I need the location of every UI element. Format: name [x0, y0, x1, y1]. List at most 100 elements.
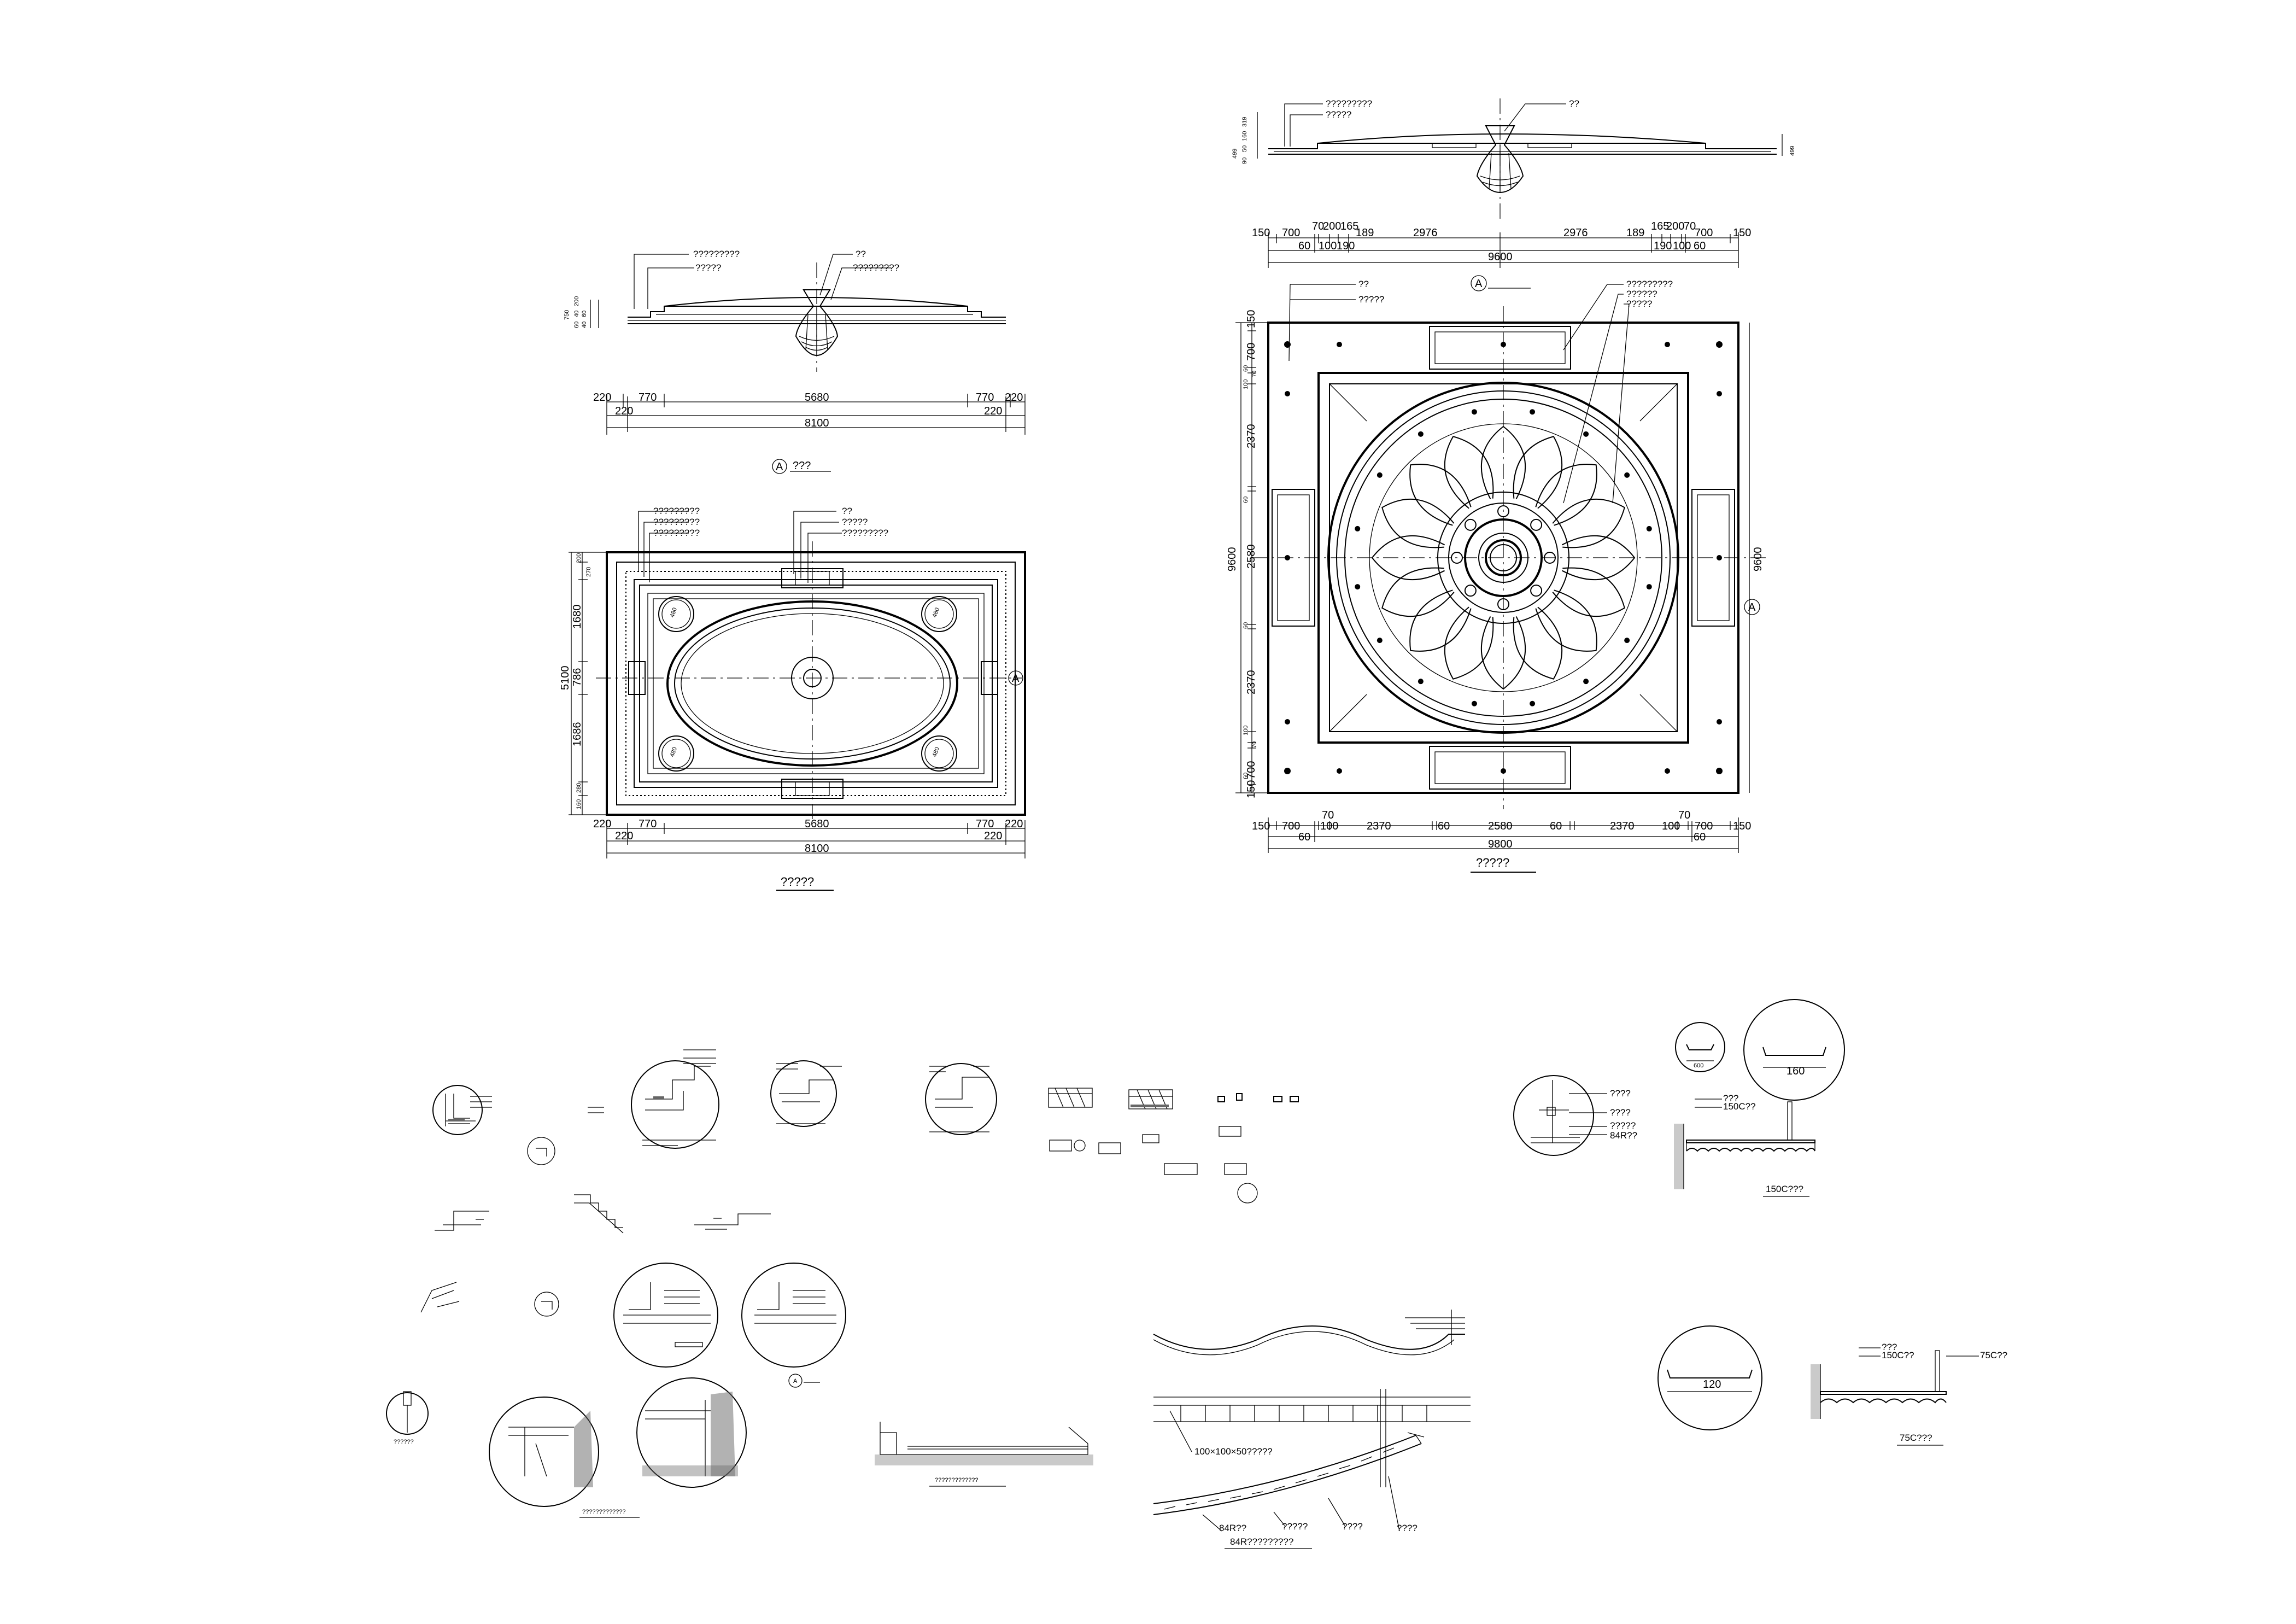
detail-tag-letter: A: [793, 1378, 798, 1385]
detail-title: ?????????????: [935, 1477, 979, 1483]
section-label: ?????????: [693, 249, 740, 259]
strip-detail-2: 600 160 ??? 150C?? 150C???: [1674, 999, 1845, 1197]
plan-tag-letter: A: [1748, 601, 1756, 614]
wave-label: ????: [1397, 1523, 1418, 1533]
dim-text: 70: [1684, 220, 1696, 232]
dim-text: 70: [1322, 809, 1334, 821]
dim-text: 2370: [1245, 424, 1257, 449]
detail-label: 150C??: [1882, 1350, 1914, 1360]
ring-bolt: [1471, 700, 1477, 706]
dim-text: 60: [1694, 831, 1706, 843]
circle-dim: 480: [932, 746, 941, 758]
section-label: ?????????: [1326, 98, 1372, 109]
dim-text: 220: [1005, 818, 1023, 830]
dim-text: 60: [1243, 773, 1249, 779]
dim-text: 200: [1666, 220, 1684, 232]
dim-text: 60: [573, 322, 580, 328]
ring-bolt: [1624, 638, 1630, 644]
wave-ceiling-detail: 100×100×50????? 84R?? ????? ???? ???? 84…: [1153, 1310, 1471, 1549]
dim-text: 9600: [1226, 547, 1238, 572]
dim-text: 190: [1654, 240, 1672, 252]
detail-label: 75C??: [1980, 1350, 2007, 1360]
dim-text: 50: [1241, 145, 1248, 152]
ring-bolt: [1583, 679, 1589, 685]
rosette-bolt: [1464, 518, 1477, 531]
dim-text: 9600: [1752, 547, 1764, 572]
dim-text: 100: [1243, 379, 1249, 389]
ring-bolt: [1418, 431, 1424, 437]
rosette-petal: [1513, 436, 1563, 509]
dim-text: 2976: [1413, 227, 1438, 239]
dim-text: 220: [1005, 392, 1023, 404]
dim-text: 770: [639, 818, 657, 830]
dim-text: 160: [576, 799, 582, 809]
rosette-petal: [1535, 589, 1597, 652]
dim-text: 150: [1252, 820, 1270, 832]
section-tag-letter: A: [776, 461, 783, 473]
dim-text: 280: [576, 783, 582, 793]
dim-text: 189: [1626, 227, 1644, 239]
rosette-petal: [1381, 498, 1455, 548]
detail-label: ????: [1610, 1107, 1631, 1118]
wave-label: ?????: [1282, 1521, 1308, 1532]
dim-text: 150: [1252, 227, 1270, 239]
dim-text: 786: [571, 668, 583, 686]
ceiling-b-plan: A ?? ????? ????????? ?????? ????? 150 70…: [1226, 279, 1766, 873]
section-label: ??: [1569, 98, 1579, 109]
dim-text: 150: [1733, 820, 1751, 832]
circle-dim: 480: [932, 607, 941, 618]
dim-text: 2580: [1488, 820, 1513, 832]
plan-label: ??: [842, 506, 852, 516]
drawing-title: ?????: [781, 875, 814, 889]
detail-title: 75C???: [1900, 1433, 1932, 1443]
dim-text: 60: [1298, 240, 1310, 252]
plan-label: ??: [1358, 279, 1369, 289]
plan-label: ?????????: [1626, 279, 1673, 289]
rosette-bolt: [1464, 585, 1477, 597]
ring-bolts: [1355, 409, 1652, 706]
detail-title: ?????????????: [582, 1509, 626, 1515]
section-tag-letter: A: [1475, 278, 1483, 290]
dim-text: 700: [1695, 227, 1713, 239]
dim-text: 700: [1245, 761, 1257, 779]
plan-label: ?????: [1626, 299, 1652, 309]
wave-label: 100×100×50?????: [1194, 1446, 1273, 1457]
dim-text: 2370: [1610, 820, 1635, 832]
ring-bolt: [1530, 700, 1536, 706]
dim-text: 770: [639, 392, 657, 404]
dim-text: 165: [1340, 220, 1358, 232]
dim-text: 150: [1733, 227, 1751, 239]
dim-text: 5680: [805, 392, 829, 404]
dim-text: 499: [1789, 146, 1796, 156]
rosette-petal: [1444, 606, 1494, 680]
section-tag: [1471, 275, 1487, 291]
section-label: ?????????: [853, 262, 899, 273]
detail-dim: 120: [1703, 1378, 1721, 1391]
detail-sketches: A ?????? ????????????? ?????????????: [386, 1049, 1299, 1518]
dim-text: 2370: [1245, 670, 1257, 695]
rosette-petal: [1381, 567, 1455, 617]
dim-text: 60: [1298, 831, 1310, 843]
dim-text: 700: [1245, 343, 1257, 361]
section-label: ?????: [1326, 109, 1351, 120]
dim-text: 40: [573, 311, 580, 317]
dim-text: 70: [1251, 371, 1258, 377]
dim-text: 70: [1251, 741, 1258, 748]
dim-text: 60: [1438, 820, 1450, 832]
rosette-petal: [1513, 606, 1563, 680]
ring-bolt: [1418, 679, 1424, 685]
detail-title: ??????: [394, 1439, 414, 1445]
ring-bolt: [1355, 525, 1361, 531]
dim-text: 200: [576, 553, 582, 563]
dim-text: 220: [984, 405, 1002, 417]
plan-label: ?????????: [842, 528, 888, 538]
dim-text: 700: [1695, 820, 1713, 832]
ring-bolt: [1646, 584, 1652, 590]
dim-text: 770: [976, 392, 994, 404]
ceiling-b-section: ????????? ????? ?? 499 90 50 160 319 499…: [1232, 98, 1796, 291]
dim-text: 100: [1320, 820, 1338, 832]
plan-label: ?????: [1358, 294, 1384, 305]
detail-title: 84R?????????: [1230, 1537, 1293, 1547]
detail-label: ???: [1723, 1093, 1738, 1103]
circle-dim: 480: [669, 607, 679, 618]
